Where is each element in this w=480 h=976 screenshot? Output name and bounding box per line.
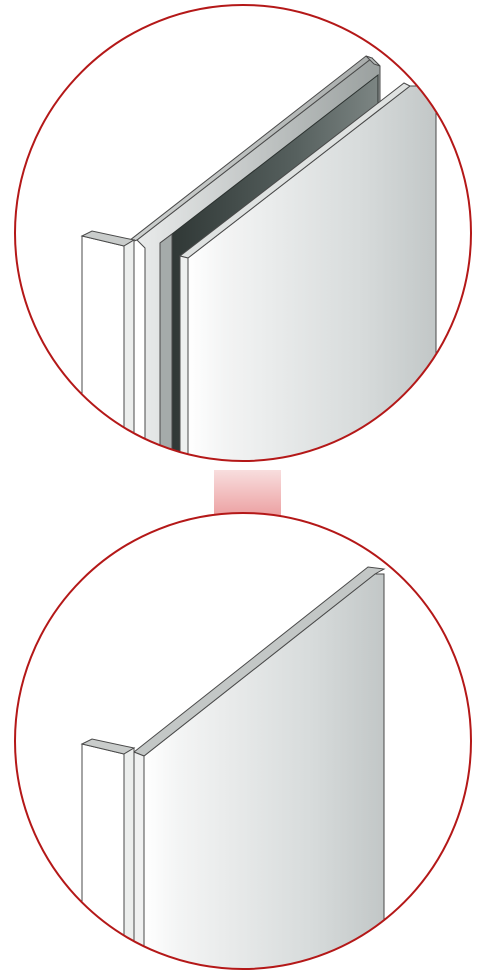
- before-circle-outline: [14, 4, 472, 462]
- left-trim-face: [81, 235, 125, 461]
- before-illustration: [15, 5, 471, 461]
- left-trim-side: [123, 747, 135, 969]
- left-trim-face: [81, 743, 125, 969]
- left-trim-side: [123, 239, 135, 461]
- after-circle-outline: [14, 512, 472, 970]
- after-illustration: [15, 513, 471, 969]
